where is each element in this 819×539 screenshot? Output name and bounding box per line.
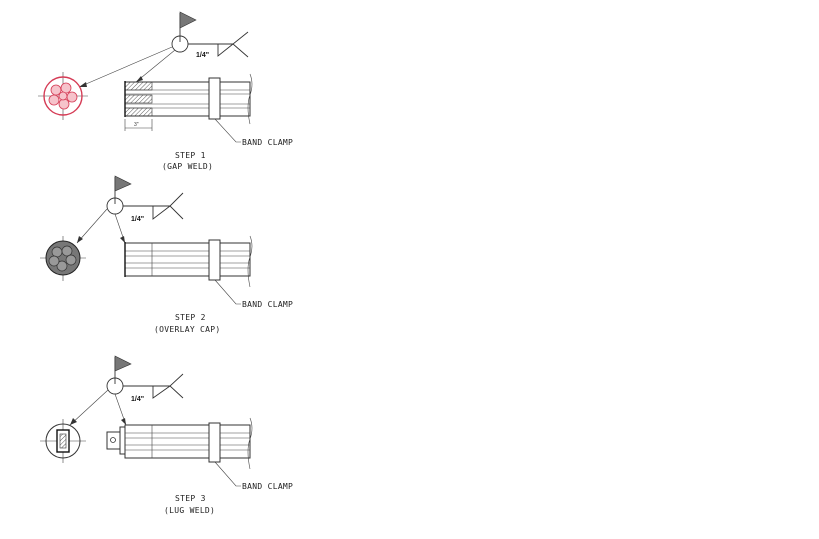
dimension-line: 3" (124, 119, 153, 131)
weld-size-label: 1/4" (196, 52, 209, 59)
fillet-weld-symbol-icon (217, 43, 234, 57)
band-clamp (208, 77, 221, 120)
band-clamp (208, 422, 221, 463)
end-view-cable-icon (38, 72, 88, 120)
cable-side-view (124, 235, 253, 288)
weld-tail-icon (169, 192, 184, 220)
cable-side-view (124, 73, 253, 125)
fillet-weld-symbol-icon (152, 385, 171, 399)
step-description: (OVERLAY CAP) (154, 325, 221, 334)
end-view-lug-icon (40, 419, 86, 463)
field-weld-flag-icon (114, 175, 132, 204)
step-label: STEP 2 (175, 313, 206, 322)
step-description: (GAP WELD) (162, 162, 213, 171)
fillet-weld-symbol-icon (152, 205, 171, 220)
band-clamp-callout: BAND CLAMP (242, 300, 293, 309)
field-weld-flag-icon (179, 11, 197, 42)
field-weld-flag-icon (114, 355, 132, 384)
step-2-group: 1/4" BAND CLAMP STEP 2 (40, 175, 293, 334)
step-1-group: 1/4" (38, 11, 293, 171)
band-clamp-callout: BAND CLAMP (242, 138, 293, 147)
weld-size-label: 1/4" (131, 396, 144, 403)
weld-tail-icon (169, 373, 184, 399)
band-clamp (208, 239, 221, 281)
lug-tab (106, 431, 121, 450)
step-label: STEP 1 (175, 151, 206, 160)
band-clamp-callout: BAND CLAMP (242, 482, 293, 491)
end-view-cable-icon (40, 236, 86, 281)
step-description: (LUG WELD) (164, 506, 215, 515)
step-label: STEP 3 (175, 494, 206, 503)
step-3-group: 1/4" BAND CLAMP STEP 3 (LUG W (40, 355, 293, 515)
cable-side-view (106, 417, 253, 470)
weld-size-label: 1/4" (131, 216, 144, 223)
weld-tail-icon (232, 31, 249, 58)
dimension-label: 3" (134, 122, 139, 128)
